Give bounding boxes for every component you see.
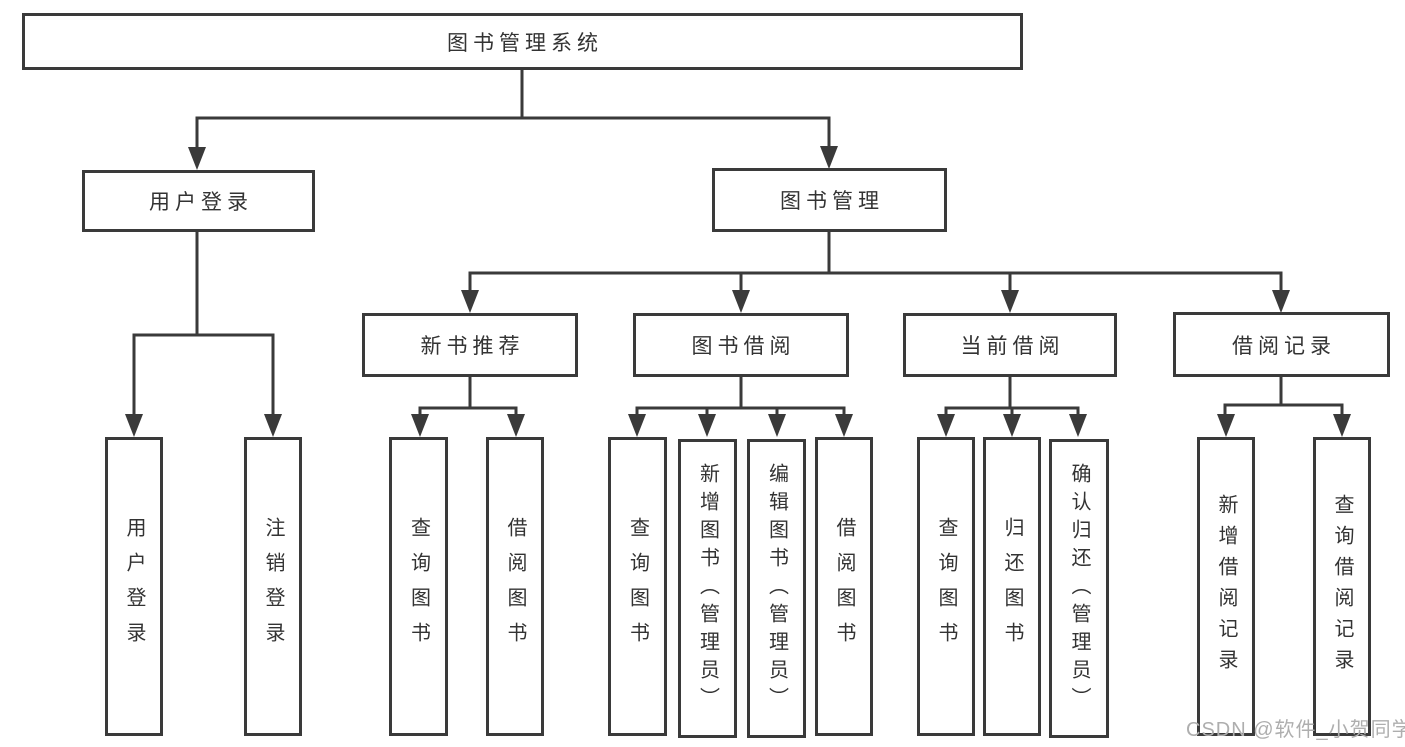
arrow-down-icon <box>835 414 853 437</box>
leaf-label: 新增借阅记录 <box>1215 493 1237 680</box>
arrow-down-icon <box>698 414 716 437</box>
node-current-borrow: 当前借阅 <box>903 313 1117 377</box>
leaf-user-login: 用户登录 <box>105 437 163 736</box>
node-borrow-records: 借阅记录 <box>1173 312 1390 377</box>
arrow-down-icon <box>461 290 479 313</box>
node-new-book-recommend: 新书推荐 <box>362 313 578 377</box>
connector-current-borrow <box>944 375 1080 418</box>
arrow-down-icon <box>1003 414 1021 437</box>
arrow-down-icon <box>507 414 525 437</box>
arrow-down-icon <box>1333 414 1351 437</box>
node-book-borrow-label: 图书借阅 <box>691 335 796 358</box>
connector-new-book-recommend <box>418 375 518 418</box>
leaf-label: 确认归还（管理员） <box>1068 462 1090 715</box>
node-book-management-label: 图书管理 <box>780 190 884 213</box>
arrow-down-icon <box>125 414 143 437</box>
node-root: 图书管理系统 <box>22 13 1023 70</box>
arrow-down-icon <box>188 147 206 170</box>
leaf-borrow-books: 借阅图书 <box>815 437 873 736</box>
arrow-down-icon <box>820 146 838 169</box>
leaf-query-books-recommend: 查询图书 <box>389 437 448 736</box>
leaf-label: 新增图书（管理员） <box>696 462 719 715</box>
leaf-label: 查询图书 <box>935 516 957 657</box>
connector-user-login <box>132 230 275 418</box>
leaf-label: 查询图书 <box>407 516 430 657</box>
node-book-borrow: 图书借阅 <box>633 313 849 377</box>
leaf-add-books-admin: 新增图书（管理员） <box>678 439 737 738</box>
node-user-login: 用户登录 <box>82 170 315 232</box>
node-borrow-records-label: 借阅记录 <box>1232 334 1336 358</box>
arrow-down-icon <box>1001 290 1019 313</box>
leaf-label: 查询借阅记录 <box>1331 493 1353 680</box>
leaf-label: 注销登录 <box>262 516 284 657</box>
leaf-add-borrow-record: 新增借阅记录 <box>1197 437 1255 736</box>
leaf-edit-books-admin: 编辑图书（管理员） <box>747 439 806 738</box>
leaf-label: 编辑图书（管理员） <box>765 462 788 715</box>
leaf-borrow-books-recommend: 借阅图书 <box>486 437 544 736</box>
leaf-logout: 注销登录 <box>244 437 302 736</box>
connector-book-management <box>468 230 1283 294</box>
leaf-query-books-borrow: 查询图书 <box>608 437 667 736</box>
arrow-down-icon <box>628 414 646 437</box>
leaf-label: 借阅图书 <box>833 516 855 657</box>
arrow-down-icon <box>1217 414 1235 437</box>
arrow-down-icon <box>732 290 750 313</box>
node-current-borrow-label: 当前借阅 <box>960 335 1065 358</box>
node-new-book-recommend-label: 新书推荐 <box>420 335 525 358</box>
leaf-label: 借阅图书 <box>504 516 526 657</box>
leaf-query-borrow-record: 查询借阅记录 <box>1313 437 1371 736</box>
node-user-login-label: 用户登录 <box>149 191 253 214</box>
arrow-down-icon <box>264 414 282 437</box>
leaf-label: 查询图书 <box>626 516 649 657</box>
arrow-down-icon <box>768 414 786 437</box>
arrow-down-icon <box>411 414 429 437</box>
arrow-down-icon <box>1069 414 1087 437</box>
connector-book-borrow <box>635 375 846 418</box>
leaf-return-books: 归还图书 <box>983 437 1041 736</box>
connector-root <box>195 68 831 151</box>
leaf-label: 用户登录 <box>123 516 145 657</box>
leaf-label: 归还图书 <box>1001 516 1023 657</box>
csdn-watermark: CSDN @软件_小贺同学 <box>1186 719 1405 741</box>
arrow-down-icon <box>1272 290 1290 313</box>
node-book-management: 图书管理 <box>712 168 947 232</box>
arrow-down-icon <box>937 414 955 437</box>
arrowheads <box>125 146 1351 437</box>
connector-borrow-records <box>1223 375 1344 418</box>
leaf-query-books-current: 查询图书 <box>917 437 975 736</box>
node-root-label: 图书管理系统 <box>447 31 603 55</box>
leaf-confirm-return-admin: 确认归还（管理员） <box>1049 439 1109 738</box>
